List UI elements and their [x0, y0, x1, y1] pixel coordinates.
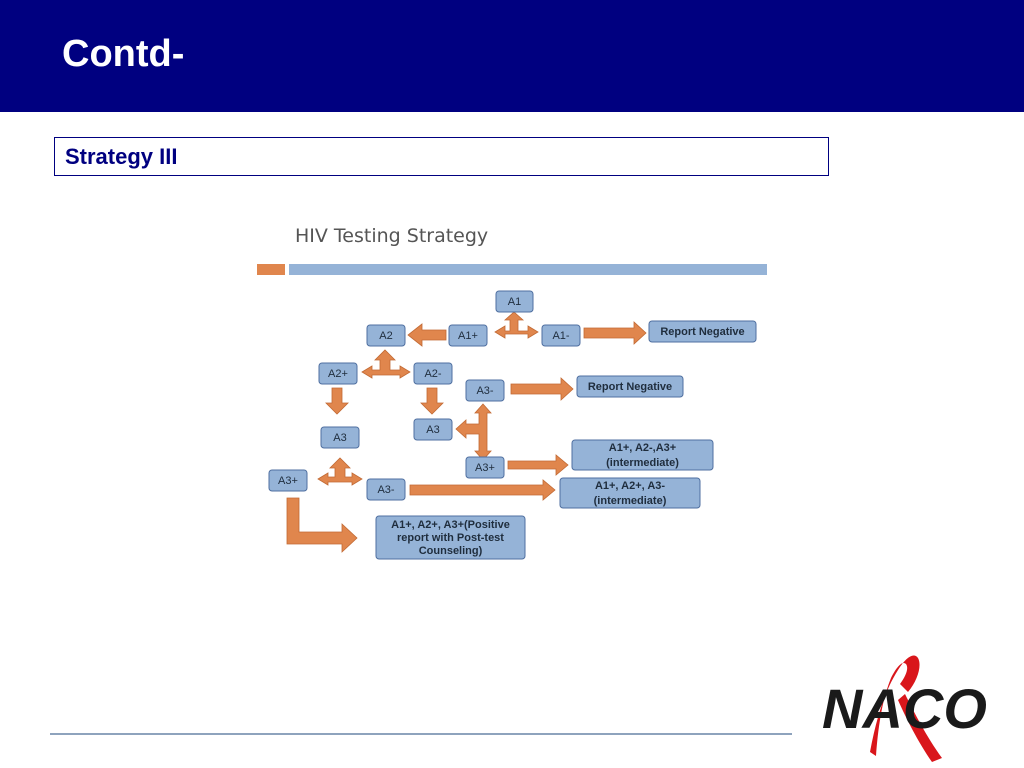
title-banner: Contd- [0, 0, 1024, 112]
footer-divider [50, 733, 792, 735]
node-a3-minus-right: A3- [465, 379, 505, 402]
node-a3-left: A3 [320, 426, 360, 449]
node-positive-report: A1+, A2+, A3+(Positive report with Post-… [375, 515, 526, 560]
node-a3-plus-left: A3+ [268, 469, 308, 492]
arrow-a3minus-to-negative [510, 377, 574, 401]
subtitle-box: Strategy III [54, 137, 829, 176]
arrow-a2plus-down [325, 387, 349, 415]
node-a1-plus-label: A1+ [458, 330, 478, 342]
split-arrow-a2 [361, 349, 411, 379]
node-a3-plus-left-label: A3+ [278, 475, 298, 487]
arrow-a3minus-to-intermediate [409, 479, 556, 501]
slide-title: Contd- [62, 33, 185, 75]
node-a2-plus-label: A2+ [328, 368, 348, 380]
arrow-a3plus-to-positive [286, 497, 358, 553]
node-positive-line2: report with Post-test [397, 532, 504, 544]
naco-logo: NACO [822, 655, 987, 762]
node-a1-plus: A1+ [448, 324, 488, 347]
arrow-a2minus-down [420, 387, 444, 415]
node-a3-plus-mid-label: A3+ [475, 462, 495, 474]
node-a2-label: A2 [379, 330, 392, 342]
arrow-a3plus-to-intermediate [507, 454, 569, 476]
node-a3-mid-label: A3 [426, 424, 439, 436]
node-a3-left-label: A3 [333, 432, 346, 444]
naco-logo-wordmark: NACO [822, 677, 987, 740]
node-positive-line3: Counseling) [419, 545, 483, 557]
node-a3-minus-left: A3- [366, 478, 406, 501]
arrow-a1minus-to-negative [583, 321, 647, 345]
node-a1-label: A1 [508, 296, 521, 308]
node-a3-mid: A3 [413, 418, 453, 441]
node-a2-minus: A2- [413, 362, 453, 385]
node-positive-line1: A1+, A2+, A3+(Positive [391, 519, 510, 531]
split-arrow-a3-left [317, 457, 363, 486]
split-arrow-a1 [494, 311, 539, 339]
node-report-negative-2: Report Negative [576, 375, 684, 398]
node-report-negative-2-label: Report Negative [588, 381, 672, 393]
node-a1: A1 [495, 290, 534, 313]
node-report-negative-1: Report Negative [648, 320, 757, 343]
node-intermediate-2-line1: A1+, A2+, A3- [595, 480, 665, 492]
arrow-a1plus-to-a2 [407, 323, 447, 347]
node-a3-minus-right-label: A3- [476, 385, 493, 397]
heading-bar-blue [289, 264, 767, 275]
node-intermediate-1-line1: A1+, A2-,A3+ [609, 442, 676, 454]
node-a1-minus: A1- [541, 324, 581, 347]
split-arrow-a3-mid [455, 403, 492, 461]
node-intermediate-2: A1+, A2+, A3- (intermediate) [559, 477, 701, 509]
node-a3-plus-mid: A3+ [465, 456, 505, 479]
diagram-heading: HIV Testing Strategy [295, 225, 488, 247]
red-ribbon-icon [870, 655, 942, 762]
node-a1-minus-label: A1- [552, 330, 569, 342]
node-a2: A2 [366, 324, 406, 347]
node-intermediate-1: A1+, A2-,A3+ (intermediate) [571, 439, 714, 471]
slide-subtitle: Strategy III [65, 144, 178, 169]
heading-bar-orange [257, 264, 285, 275]
node-report-negative-1-label: Report Negative [660, 326, 744, 338]
node-a3-minus-left-label: A3- [377, 484, 394, 496]
node-intermediate-1-line2: (intermediate) [606, 457, 679, 469]
node-a2-minus-label: A2- [424, 368, 441, 380]
node-a2-plus: A2+ [318, 362, 358, 385]
node-intermediate-2-line2: (intermediate) [594, 495, 667, 507]
